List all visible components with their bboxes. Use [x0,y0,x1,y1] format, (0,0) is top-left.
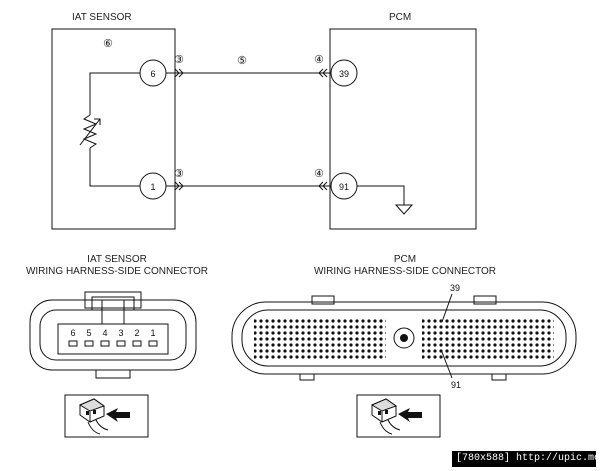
iat-pin-socket-6 [68,340,78,347]
iat-pin-socket-2 [132,340,142,347]
iat-pin-socket-3 [116,340,126,347]
pcm-label: PCM [389,12,411,23]
pcm-connector-bolt [393,327,415,349]
iat-terminal-1-label: 1 [150,182,155,192]
ground-lead [357,185,405,205]
sensor-connector-marker-top: ③ [174,53,184,66]
pcm-pin-grid-right [422,317,554,359]
iat-pin-label-4: 4 [102,328,107,338]
sensor-internal-wire-top [89,72,140,115]
ground-icon [394,204,414,215]
pcm-connector-marker-bottom: ④ [314,167,324,180]
iat-connector-title: IAT SENSOR [87,254,147,265]
iat-pin-label-5: 5 [86,328,91,338]
iat-pin-socket-1 [148,340,158,347]
iat-pin-label-2: 2 [134,328,139,338]
iat-pin-label-3: 3 [118,328,123,338]
pcm-terminal-39-label: 39 [339,69,349,79]
pcm-terminal-91-label: 91 [339,182,349,192]
wire-harness-marker: ⑤ [237,54,247,67]
sensor-internal-wire-bottom [89,148,140,187]
iat-pin-socket-4 [100,340,110,347]
connector-symbols [174,68,328,191]
iat-pin-label-1: 1 [150,328,155,338]
pcm-harness-connector [231,295,577,381]
pcm-connector-subtitle: WIRING HARNESS-SIDE CONNECTOR [314,266,496,277]
iat-pin-label-6: 6 [70,328,75,338]
iat-view-direction-icon [64,394,149,438]
pcm-view-direction-icon [356,394,441,438]
callout-39: 39 [450,283,460,293]
callout-91: 91 [451,380,461,390]
pcm-connector-marker-top: ④ [314,53,324,66]
pcm-connector-bolt-center [400,334,408,342]
iat-connector-subtitle: WIRING HARNESS-SIDE CONNECTOR [26,266,208,277]
thermistor-arrow-head [94,118,101,125]
callout-line-39 [441,293,453,323]
iat-pin-socket-5 [84,340,94,347]
iat-connector-pins: 6 5 4 3 2 1 [68,328,158,347]
iat-terminal-6-label: 6 [150,69,155,79]
iat-sensor-label: IAT SENSOR [72,12,132,23]
iat-sensor-box [51,28,176,230]
callout-line-91 [441,351,453,379]
pcm-box [329,28,477,230]
component-number-marker: ⑥ [103,37,113,50]
sensor-connector-marker-bottom: ③ [174,167,184,180]
iat-harness-connector [29,291,197,379]
pcm-connector-title: PCM [394,254,416,265]
thermistor-variable-arrow [79,118,101,146]
pcm-pin-grid-left [254,317,386,359]
image-host-footer: [780x588] http://upic.me/ [452,451,596,467]
